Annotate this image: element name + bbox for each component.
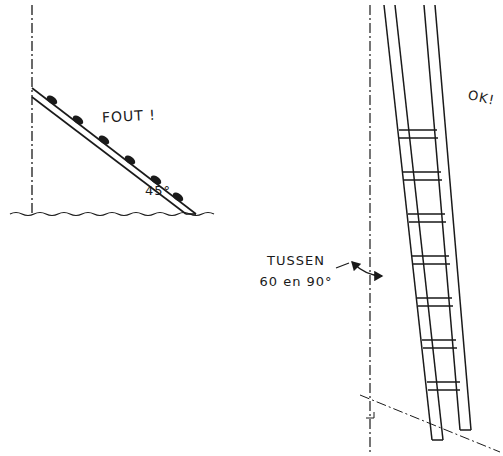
- correct-ladder: [384, 5, 471, 440]
- wrong-label: FOUT !: [102, 107, 157, 126]
- wall-line: [31, 5, 32, 214]
- leader-line: [336, 263, 349, 268]
- wrong-ladder: [32, 88, 196, 214]
- angle-range-label: TUSSEN 60 en 90°: [256, 250, 336, 292]
- angle-arrow: [352, 262, 382, 276]
- ok-label: OK!: [467, 87, 496, 107]
- angle-label: 45°: [145, 183, 171, 198]
- wall-line: [369, 5, 370, 452]
- right-angle-mark: [366, 412, 374, 418]
